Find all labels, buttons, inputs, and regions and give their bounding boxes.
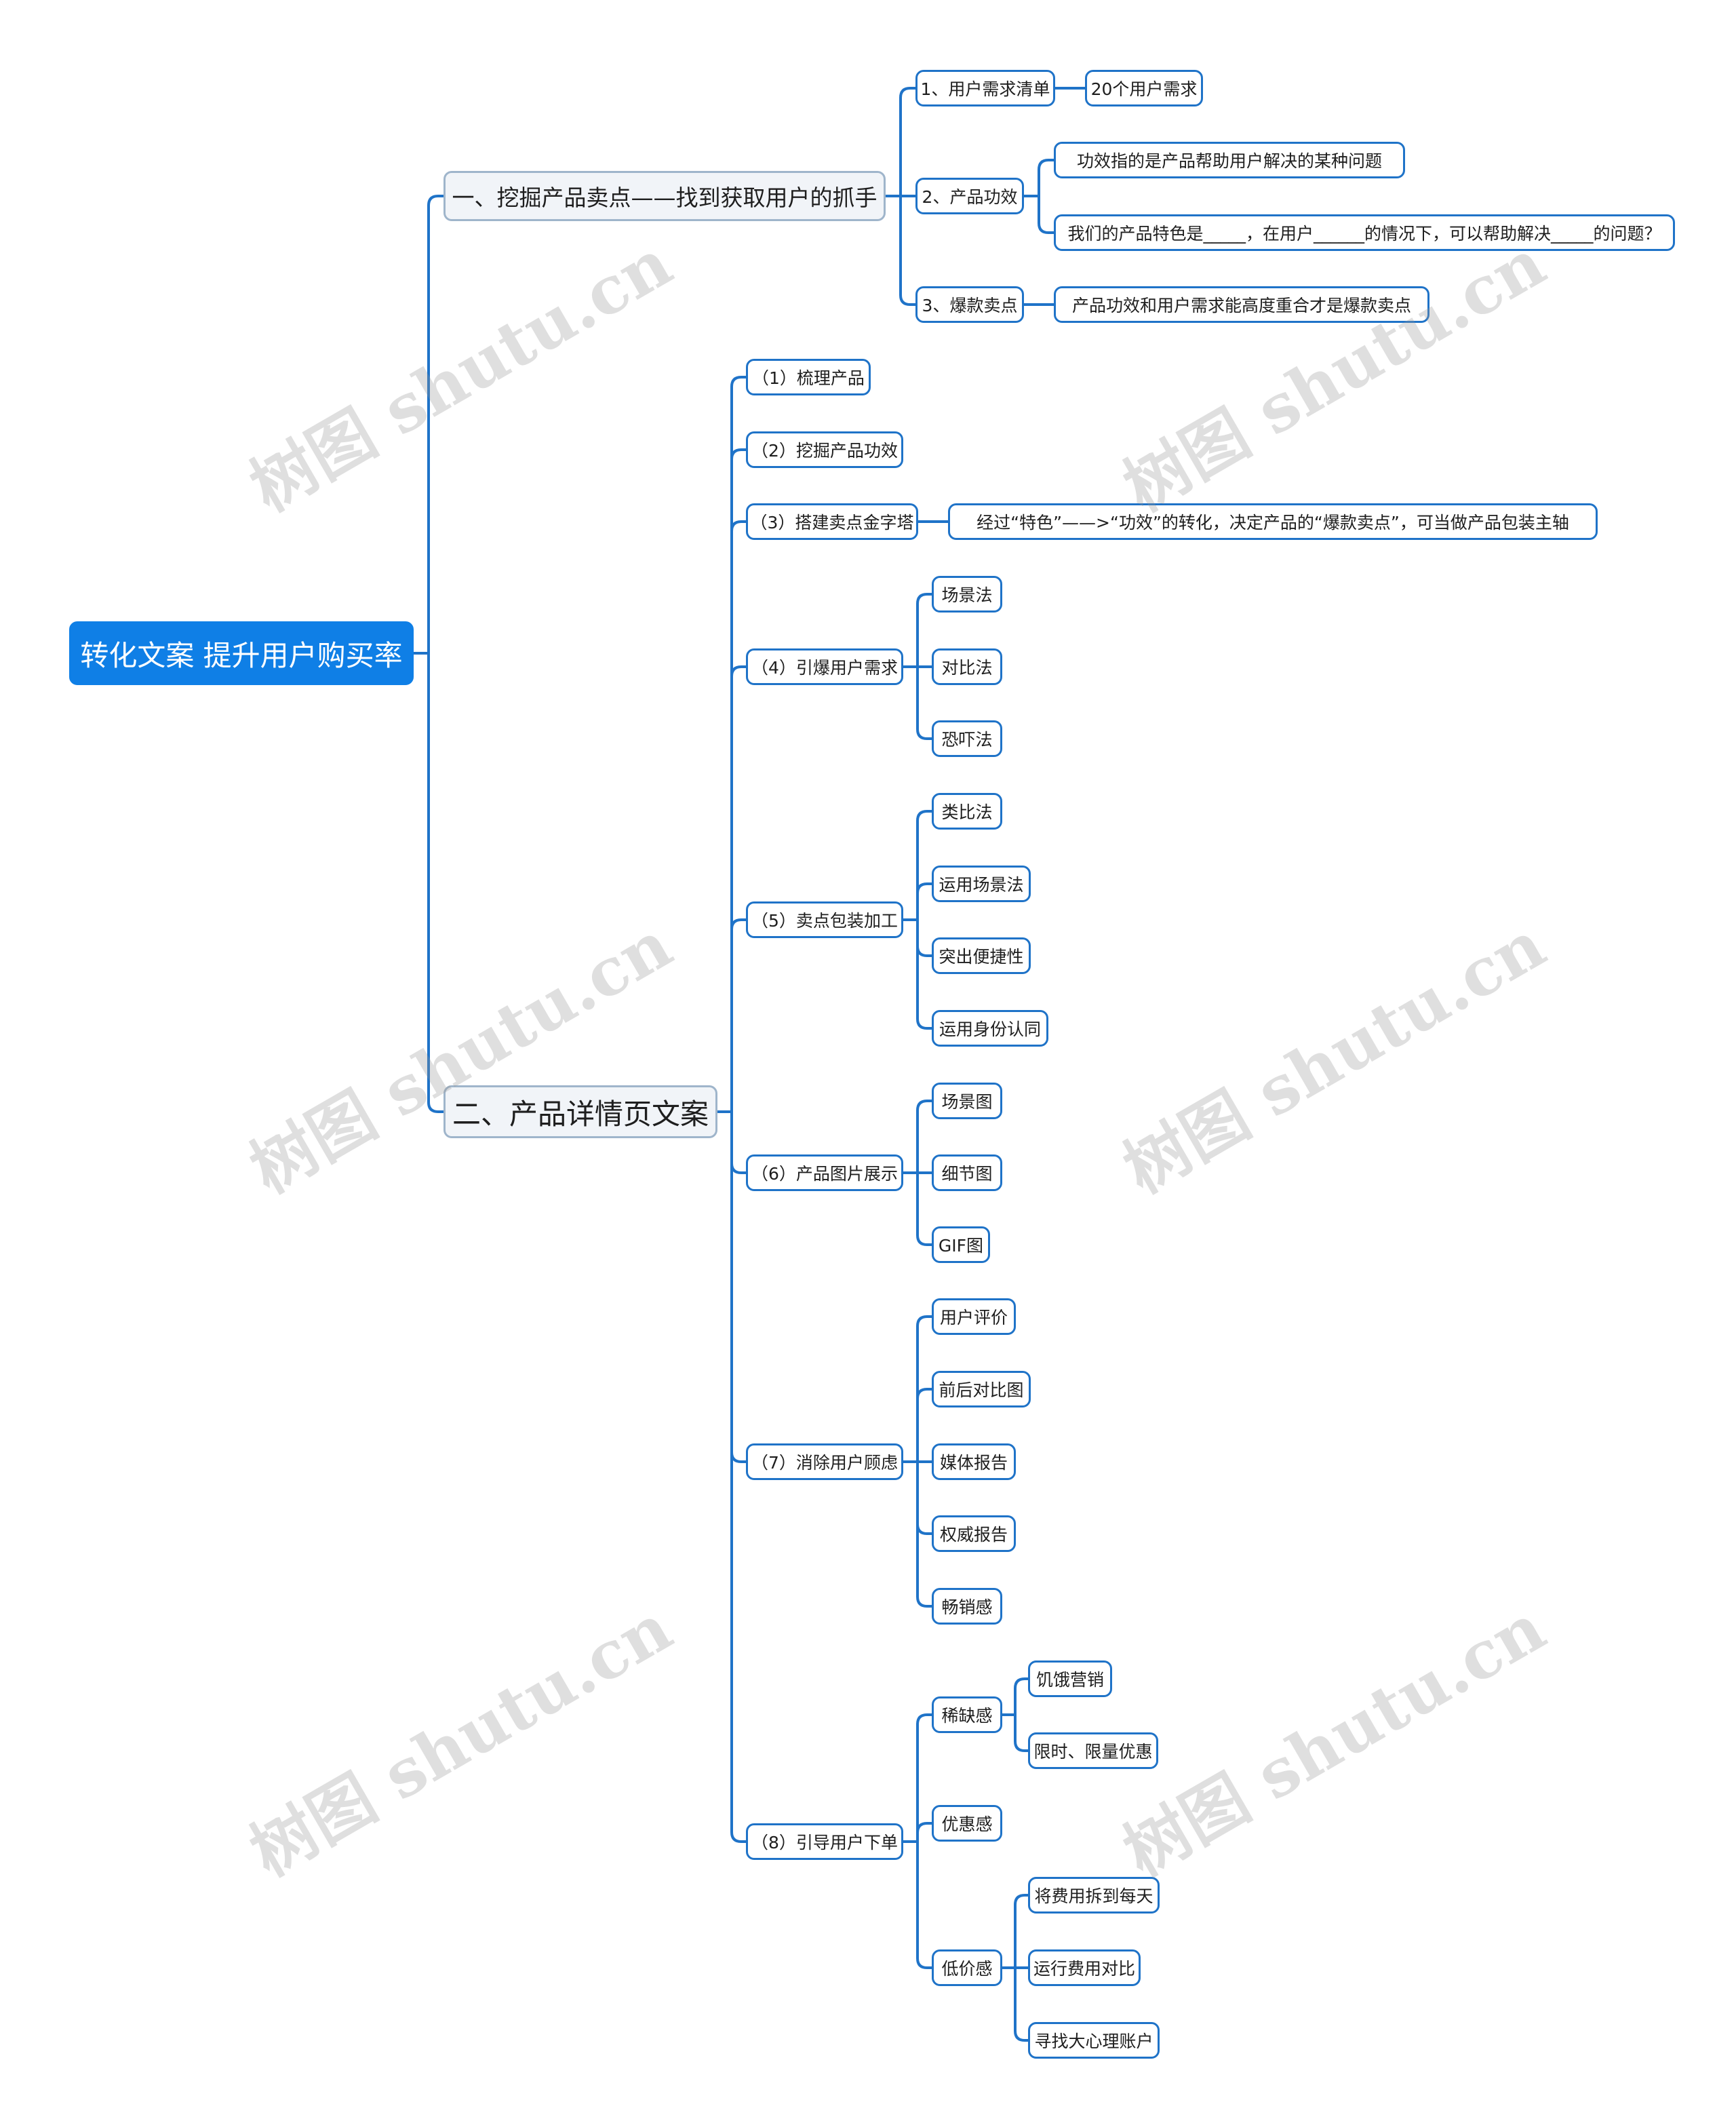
connector-line xyxy=(730,665,747,1113)
connector-line xyxy=(730,448,747,1113)
connector-line xyxy=(899,195,917,306)
connector-line xyxy=(916,665,933,740)
node-20-user-needs[interactable]: 20个用户需求 xyxy=(1085,70,1203,106)
connector-line xyxy=(916,882,933,921)
connector-line xyxy=(730,1110,747,1463)
connector-line xyxy=(1014,1966,1029,2042)
node-before-after[interactable]: 前后对比图 xyxy=(932,1371,1031,1407)
node-user-reviews[interactable]: 用户评价 xyxy=(932,1298,1016,1335)
node-efficacy-definition[interactable]: 功效指的是产品帮助用户解决的某种问题 xyxy=(1054,142,1405,178)
connector-line xyxy=(427,652,445,1113)
node-running-cost[interactable]: 运行费用对比 xyxy=(1028,1949,1141,1986)
node-scarcity[interactable]: 稀缺感 xyxy=(932,1696,1002,1733)
node-hunger-marketing[interactable]: 饥饿营销 xyxy=(1028,1660,1112,1697)
connector-line xyxy=(916,1460,933,1535)
connector-line xyxy=(916,593,933,668)
connector-line xyxy=(899,87,917,197)
node-use-scene[interactable]: 运用场景法 xyxy=(932,866,1031,902)
node-identity[interactable]: 运用身份认同 xyxy=(932,1010,1048,1047)
node-point-packaging[interactable]: （5）卖点包装加工 xyxy=(746,901,903,938)
connector-line xyxy=(730,520,747,1113)
node-discount-feel[interactable]: 优惠感 xyxy=(932,1805,1002,1842)
node-media-report[interactable]: 媒体报告 xyxy=(932,1443,1016,1480)
node-sort-product[interactable]: （1）梳理产品 xyxy=(746,359,871,395)
node-scene-method[interactable]: 场景法 xyxy=(932,576,1002,613)
node-remove-concerns[interactable]: （7）消除用户顾虑 xyxy=(746,1443,903,1480)
node-contrast-method[interactable]: 对比法 xyxy=(932,648,1002,685)
node-split-daily[interactable]: 将费用拆到每天 xyxy=(1028,1877,1160,1914)
root-node[interactable]: 转化文案 提升用户购买率 xyxy=(69,621,414,685)
node-limited-offer[interactable]: 限时、限量优惠 xyxy=(1028,1732,1158,1769)
node-user-needs-list[interactable]: 1、用户需求清单 xyxy=(915,70,1055,106)
node-scene-image[interactable]: 场景图 xyxy=(932,1083,1002,1119)
node-trigger-needs[interactable]: （4）引爆用户需求 xyxy=(746,648,903,685)
node-authority-report[interactable]: 权威报告 xyxy=(932,1515,1016,1552)
connector-line xyxy=(916,1315,933,1463)
connector-line xyxy=(916,918,933,957)
connector-line xyxy=(1038,195,1055,234)
connector-line xyxy=(916,1171,933,1246)
connector-line xyxy=(730,376,747,1113)
connector-line xyxy=(1038,159,1055,197)
connector-line xyxy=(916,1100,933,1174)
connector-line xyxy=(1014,1677,1029,1716)
node-pyramid-note[interactable]: 经过“特色”——>“功效”的转化，决定产品的“爆款卖点”，可当做产品包装主轴 xyxy=(948,503,1598,540)
node-convenience[interactable]: 突出便捷性 xyxy=(932,937,1031,974)
connector-line xyxy=(730,918,747,1113)
connector-line xyxy=(1014,1713,1029,1752)
node-mental-account[interactable]: 寻找大心理账户 xyxy=(1028,2022,1160,2059)
node-efficacy-template[interactable]: 我们的产品特色是_____，在用户______的情况下，可以帮助解决_____的… xyxy=(1054,214,1675,251)
node-fear-method[interactable]: 恐吓法 xyxy=(932,720,1002,757)
node-hot-point-definition[interactable]: 产品功效和用户需求能高度重合才是爆款卖点 xyxy=(1054,286,1429,323)
node-guide-order[interactable]: （8）引导用户下单 xyxy=(746,1823,903,1860)
node-product-efficacy[interactable]: 2、产品功效 xyxy=(915,178,1024,214)
node-detail-image[interactable]: 细节图 xyxy=(932,1154,1002,1191)
node-hot-selling-point[interactable]: 3、爆款卖点 xyxy=(915,286,1024,323)
connector-line xyxy=(916,918,933,1030)
connector-line xyxy=(916,1822,933,1843)
node-product-images[interactable]: （6）产品图片展示 xyxy=(746,1154,903,1191)
node-selling-pyramid[interactable]: （3）搭建卖点金字塔 xyxy=(746,503,918,540)
connector-line xyxy=(730,1110,747,1174)
connector-line xyxy=(916,1460,933,1608)
connector-line xyxy=(916,1840,933,1969)
connector-line xyxy=(916,1388,933,1463)
branch-detail-page-copy[interactable]: 二、产品详情页文案 xyxy=(443,1085,717,1138)
node-low-price-feel[interactable]: 低价感 xyxy=(932,1949,1002,1986)
connector-line xyxy=(730,1110,747,1843)
branch-selling-points[interactable]: 一、挖掘产品卖点——找到获取用户的抓手 xyxy=(443,171,886,221)
connector-line xyxy=(1014,1894,1029,1969)
connector-line xyxy=(916,1713,933,1843)
node-gif-image[interactable]: GIF图 xyxy=(932,1226,990,1263)
node-analogy[interactable]: 类比法 xyxy=(932,793,1002,830)
node-best-seller[interactable]: 畅销感 xyxy=(932,1588,1002,1625)
connector-line xyxy=(916,810,933,921)
connector-line xyxy=(427,195,445,655)
node-mine-efficacy[interactable]: （2）挖掘产品功效 xyxy=(746,431,903,468)
